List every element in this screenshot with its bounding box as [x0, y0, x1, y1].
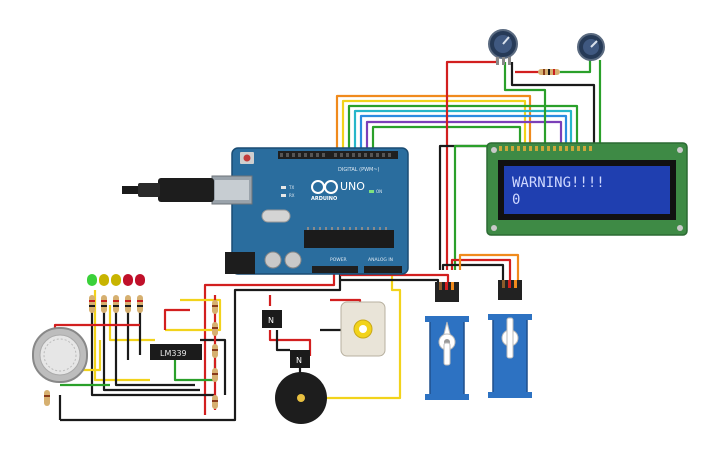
rx-label: RX [289, 193, 295, 198]
wire-purple [365, 120, 563, 155]
wire-yellow-3 [93, 290, 150, 382]
power-label: POWER [330, 257, 347, 263]
wire-black-gnd [60, 272, 342, 422]
transistor-2-label: N [296, 356, 302, 365]
servo-1 [425, 282, 469, 400]
arduino-logo-icon [311, 180, 338, 194]
lcd-line-2: 0 [512, 192, 520, 208]
uno-label: UNO [340, 180, 365, 193]
analog-label: ANALOG IN [368, 257, 393, 263]
servo-2 [488, 280, 532, 398]
resistor-bands [44, 300, 218, 402]
wires [53, 44, 602, 422]
arduino-uno-board: DIGITAL (PWM~) TX RX UNO ARDUINO ON [122, 147, 409, 275]
led-3 [111, 274, 121, 286]
wire-black-leds [90, 310, 215, 397]
wire-yellow-a0 [320, 272, 402, 400]
power-jack [225, 252, 255, 274]
lcd-line-1: WARNING!!!! [512, 175, 605, 191]
analog-header [364, 266, 402, 273]
arduino-brand: ARDUINO [311, 196, 337, 202]
wire-pot2b [560, 60, 592, 74]
wire-tr-black [275, 330, 290, 352]
led-1 [87, 274, 97, 286]
wire-servo2-orange [458, 253, 520, 280]
digital-label: DIGITAL (PWM~) [338, 167, 380, 173]
dc-motor [340, 301, 386, 357]
power-header [312, 266, 358, 273]
wire-tr-red [268, 330, 312, 356]
wire-servo2-black [441, 263, 505, 280]
wire-black-cmp [200, 338, 227, 395]
led-4 [123, 274, 133, 286]
comparator-label: LM339 [160, 349, 187, 358]
wire-black-leds2 [102, 310, 200, 392]
led-2 [99, 274, 109, 286]
usb-cable [122, 178, 214, 202]
wire-yellow-1 [165, 298, 222, 332]
wire-red-servo [340, 273, 450, 282]
led-5 [135, 274, 145, 286]
wire-red-cmp [163, 308, 190, 330]
lcd-display: WARNING!!!! 0 [486, 142, 688, 236]
potentiometer-1[interactable] [488, 29, 518, 65]
wire-blue [359, 114, 568, 155]
microcontroller-chip [304, 230, 394, 248]
wire-cyan [353, 109, 573, 155]
resistor-pot [538, 69, 560, 75]
wire-lcd-green [453, 144, 500, 270]
wire-green-top [347, 104, 579, 155]
wire-red-5v [203, 272, 336, 415]
wire-black-leds3 [114, 310, 195, 387]
transistor-1-label: N [268, 316, 274, 325]
gas-sensor [32, 327, 88, 383]
potentiometer-2[interactable] [577, 33, 605, 61]
piezo-buzzer [275, 372, 327, 424]
digital-header [278, 151, 398, 159]
transistor-1: N [262, 310, 282, 328]
tx-label: TX [288, 185, 294, 190]
lcd-screen [504, 166, 670, 214]
wire-pot-green [503, 62, 547, 146]
wire-pot-black [510, 62, 596, 146]
comparator-chip: LM339 [150, 344, 202, 360]
wire-black-servo [340, 278, 440, 282]
transistor-2: N [290, 350, 310, 368]
wire-yellow-top [341, 99, 527, 155]
on-label: ON [376, 189, 382, 194]
